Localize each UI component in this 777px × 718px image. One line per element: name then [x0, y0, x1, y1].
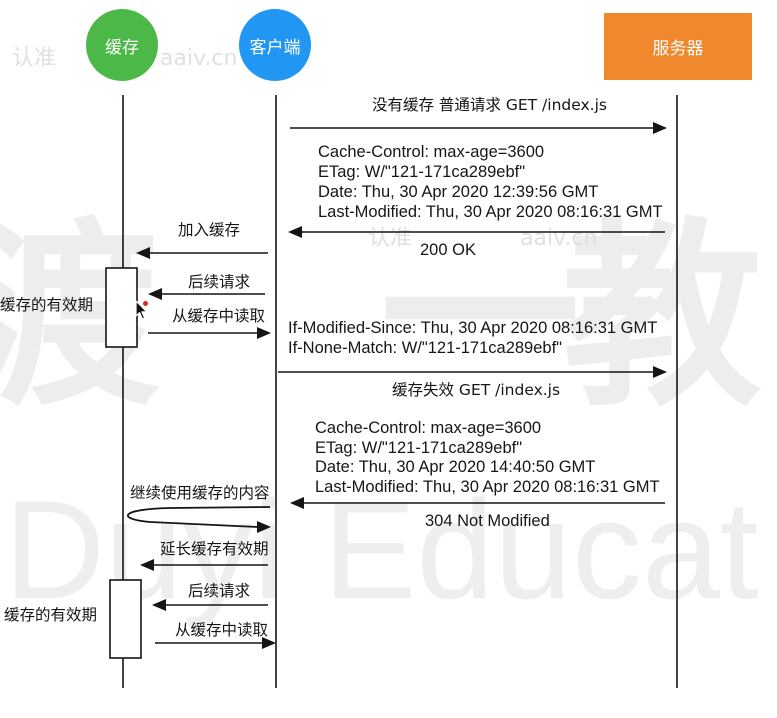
arrow-subsequent-request-2 [152, 599, 268, 611]
cache-participant: 缓存 [86, 9, 158, 81]
conditional-request-header-line: If-Modified-Since: Thu, 30 Apr 2020 08:1… [288, 319, 658, 337]
cache-participant-label: 缓存 [105, 37, 139, 58]
response-1-header-line: Last-Modified: Thu, 30 Apr 2020 08:16:31… [318, 203, 663, 221]
cache-validity-label-2: 缓存的有效期 [4, 606, 98, 624]
cache-activation-box-1 [105, 267, 138, 348]
arrow-read-from-cache-2 [155, 637, 276, 649]
conditional-request-headers: If-Modified-Since: Thu, 30 Apr 2020 08:1… [288, 318, 657, 358]
response-1-header-line: Cache-Control: max-age=3600 [318, 143, 545, 161]
mouse-cursor-icon [135, 300, 148, 320]
arrow-response-200 [288, 226, 665, 238]
subsequent-request-1-label: 后续请求 [188, 273, 251, 291]
response-2-header-line: ETag: W/"121-171ca289ebf" [315, 438, 523, 457]
server-participant: 服务器 [604, 13, 752, 80]
response-2-status: 304 Not Modified [425, 512, 550, 530]
arrow-add-to-cache [136, 247, 268, 259]
add-to-cache-label: 加入缓存 [178, 221, 241, 239]
arrow-read-from-cache-1 [148, 327, 271, 339]
response-2-header-line: Last-Modified: Thu, 30 Apr 2020 08:16:31… [315, 478, 660, 497]
watermark-small-2: aaiv.cn [160, 46, 238, 71]
client-participant: 客户端 [239, 9, 311, 81]
arrow-request-no-cache [290, 122, 667, 134]
response-2-header-line: Cache-Control: max-age=3600 [315, 419, 542, 437]
read-from-cache-1-label: 从缓存中读取 [172, 307, 266, 325]
conditional-request-label: 缓存失效 GET /index.js [392, 381, 561, 399]
extend-cache-validity-label: 延长缓存有效期 [160, 540, 269, 558]
response-2-header-line: Date: Thu, 30 Apr 2020 14:40:50 GMT [315, 458, 596, 477]
request-no-cache-label: 没有缓存 普通请求 GET /index.js [372, 96, 607, 114]
cache-validity-label-1: 缓存的有效期 [0, 296, 94, 314]
arrow-conditional-request [278, 366, 667, 378]
response-2-headers: Cache-Control: max-age=3600 ETag: W/"121… [315, 418, 660, 497]
arrow-extend-cache-validity [140, 559, 268, 571]
watermark-small-3: 认准 [368, 226, 413, 251]
watermark-char-3: 教 [562, 201, 763, 434]
response-1-status: 200 OK [420, 241, 476, 259]
continue-using-cache-label: 继续使用缓存的内容 [130, 484, 270, 502]
response-1-header-line: ETag: W/"121-171ca289ebf" [318, 163, 526, 181]
server-participant-label: 服务器 [652, 39, 704, 59]
watermark-char-2: 一 [380, 201, 581, 434]
subsequent-request-2-label: 后续请求 [188, 582, 251, 600]
arrow-response-304 [290, 497, 665, 509]
arrow-subsequent-request-1 [148, 288, 265, 300]
watermark-small-4: aaiv.cn [520, 226, 598, 251]
response-1-header-line: Date: Thu, 30 Apr 2020 12:39:56 GMT [318, 183, 599, 201]
response-1-headers: Cache-Control: max-age=3600 ETag: W/"121… [318, 142, 663, 222]
red-marker-dot [143, 301, 148, 306]
cache-activation-box-2 [109, 579, 142, 659]
arrow-continue-using-cache-loop [127, 506, 271, 533]
read-from-cache-2-label: 从缓存中读取 [175, 621, 269, 639]
conditional-request-header-line: If-None-Match: W/"121-171ca289ebf" [288, 339, 563, 357]
watermark-small-1: 认准 [12, 46, 57, 71]
client-participant-label: 客户端 [249, 37, 301, 58]
